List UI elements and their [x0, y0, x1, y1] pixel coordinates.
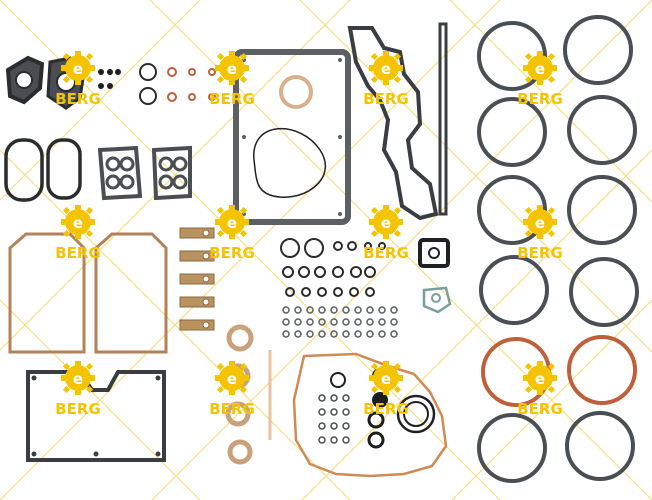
copper-head-rings	[481, 335, 637, 407]
watermark-logo-letter: e	[381, 214, 391, 232]
watermark-logo-letter: e	[73, 214, 83, 232]
watermark-logo-10: e BERG	[209, 361, 255, 418]
watermark-logo-letter: e	[73, 60, 83, 78]
watermark-text: BERG	[517, 90, 563, 108]
manifold-flange-gasket-left	[5, 55, 45, 105]
watermark-logo-3: e BERG	[363, 51, 409, 108]
watermark-logo-letter: e	[227, 370, 237, 388]
watermark-text: BERG	[517, 400, 563, 418]
watermark-logo-4: e BERG	[517, 51, 563, 108]
watermark-logo-letter: e	[535, 60, 545, 78]
watermark-logo-8: e BERG	[517, 205, 563, 262]
watermark-text: BERG	[209, 244, 255, 262]
watermark-text: BERG	[209, 400, 255, 418]
watermark-logo-letter: e	[535, 370, 545, 388]
watermark-text: BERG	[363, 244, 409, 262]
watermark-logo-6: e BERG	[209, 205, 255, 262]
watermark-logo-letter: e	[227, 214, 237, 232]
watermark-text: BERG	[55, 244, 101, 262]
mini-seal-rows	[282, 306, 398, 338]
watermark-text: BERG	[363, 400, 409, 418]
watermark-logo-9: e BERG	[55, 361, 101, 418]
small-o-rings-top	[139, 63, 157, 105]
rocker-cover-gasket-small-2	[46, 138, 82, 200]
watermark-logo-1: e BERG	[55, 51, 101, 108]
cylinder-ring-column-right	[563, 15, 639, 327]
o-ring-cluster	[280, 238, 386, 297]
watermark-logo-11: e BERG	[363, 361, 409, 418]
watermark-logo-letter: e	[381, 60, 391, 78]
water-pump-gasket	[418, 238, 450, 268]
watermark-logo-7: e BERG	[363, 205, 409, 262]
cylinder-ring-bottom-row	[477, 411, 635, 483]
small-black-seals	[98, 69, 121, 89]
fibre-ring-inside-pan	[279, 75, 313, 109]
watermark-text: BERG	[517, 244, 563, 262]
copper-washers-top	[167, 67, 216, 102]
watermark-logo-letter: e	[73, 370, 83, 388]
watermark-text: BERG	[55, 90, 101, 108]
rocker-cover-gasket-cork-left	[8, 232, 86, 354]
watermark-logo-2: e BERG	[209, 51, 255, 108]
rocker-cover-gasket-small-1	[4, 138, 44, 202]
transmission-pan-gasket	[233, 49, 351, 225]
cord-seal-loop	[253, 128, 327, 198]
watermark-logo-letter: e	[227, 60, 237, 78]
timing-cover-gasket	[347, 22, 448, 221]
exhaust-port-gasket-2	[151, 145, 192, 201]
rocker-cover-gasket-cork-right	[94, 232, 168, 354]
watermark-text: BERG	[209, 90, 255, 108]
exhaust-port-gasket-1	[97, 145, 143, 201]
watermark-logo-12: e BERG	[517, 361, 563, 418]
thermostat-gasket	[422, 286, 452, 314]
watermark-text: BERG	[55, 400, 101, 418]
tab-gaskets	[179, 227, 215, 331]
watermark-logo-letter: e	[381, 370, 391, 388]
watermark-text: BERG	[363, 90, 409, 108]
watermark-logo-letter: e	[535, 214, 545, 232]
watermark-logo-5: e BERG	[55, 205, 101, 262]
gearbox-mini-seals	[318, 394, 350, 444]
